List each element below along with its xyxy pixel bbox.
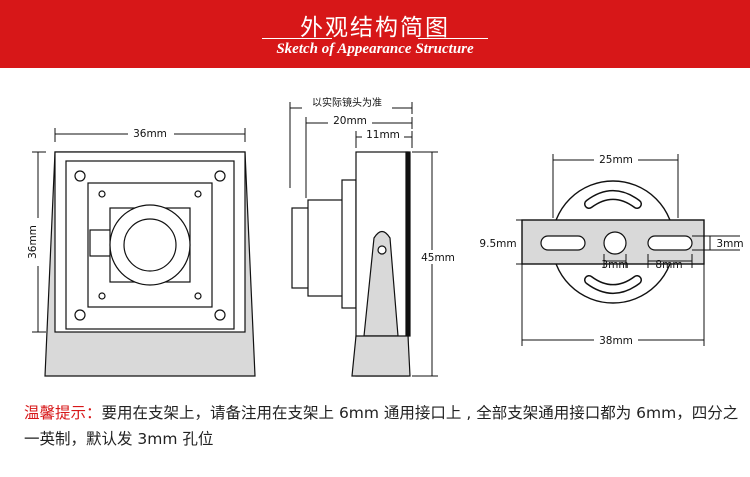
bracket-slot-right: [647, 235, 693, 251]
side-height-label: 45mm: [421, 252, 455, 264]
bracket-top-label: 25mm: [599, 154, 633, 166]
side-view: 以实际镜头为准 20mm 11mm 45mm: [289, 95, 460, 377]
front-width-label: 36mm: [133, 128, 167, 140]
bracket-slot-left: [540, 235, 586, 251]
board-hole-icon: [194, 190, 202, 198]
side-lens-tip: [291, 207, 311, 289]
board-hole-icon: [98, 292, 106, 300]
front-connector: [89, 229, 113, 257]
front-view: 36mm 36mm: [27, 126, 256, 377]
side-bracket-screw-icon: [377, 245, 387, 255]
screw-hole-icon: [214, 309, 226, 321]
front-height-label: 36mm: [27, 225, 39, 259]
side-lens-base: [341, 179, 357, 309]
side-back-plate: [405, 151, 411, 337]
bracket-slot-label: 8mm: [655, 259, 682, 271]
tip-text: 要用在支架上，请备注用在支架上 6mm 通用接口上 , 全部支架通用接口都为 6…: [24, 404, 739, 448]
side-note-label: 以实际镜头为准: [312, 96, 382, 109]
bracket-bottom-label: 38mm: [599, 335, 633, 347]
side-base: [351, 335, 411, 377]
bracket-left-label: 9.5mm: [479, 238, 516, 250]
screw-hole-icon: [74, 309, 86, 321]
title-rule-right: [418, 38, 488, 39]
board-hole-icon: [98, 190, 106, 198]
title-rule-left: [262, 38, 332, 39]
bracket-hole-label: 3mm: [601, 259, 628, 271]
page-title: 外观结构简图: [300, 15, 450, 41]
side-bracket-arm: [363, 230, 399, 337]
structure-diagram: 36mm 36mm 以实际镜头为准 20mm 11mm: [27, 95, 744, 377]
screw-hole-icon: [214, 170, 226, 182]
page-subtitle: Sketch of Appearance Structure: [276, 41, 474, 57]
tip-label: 温馨提示：: [24, 404, 102, 422]
side-depth-label: 20mm: [333, 115, 367, 127]
board-hole-icon: [194, 292, 202, 300]
bracket-center-hole: [603, 231, 627, 255]
side-plate-label: 11mm: [366, 129, 400, 141]
lens-inner: [123, 218, 177, 272]
bracket-right-label: 3mm: [716, 238, 743, 250]
tip-note: 温馨提示：要用在支架上，请备注用在支架上 6mm 通用接口上 , 全部支架通用接…: [24, 400, 739, 452]
bracket-view: 25mm 9.5mm 3mm 3mm 8mm 38mm: [479, 152, 744, 347]
header-banner: [0, 0, 750, 68]
side-lens-barrel: [307, 199, 345, 297]
screw-hole-icon: [74, 170, 86, 182]
